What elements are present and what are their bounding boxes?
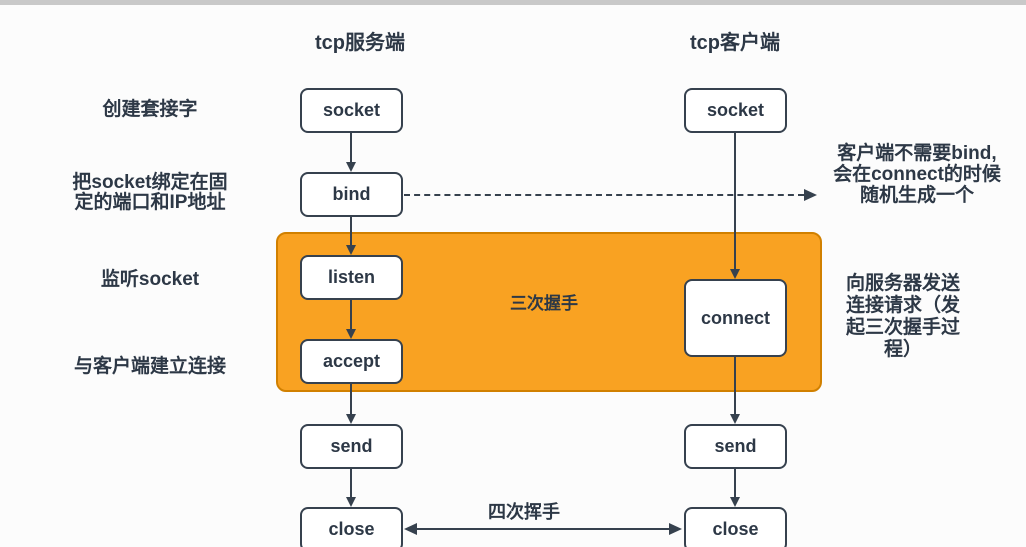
note-connect-request: 向服务器发送 连接请求（发 起三次握手过 程） [845, 273, 960, 360]
four-way-wave-label: 四次挥手 [488, 502, 560, 522]
arrow-bind-to-note-dashed [404, 189, 817, 201]
note-client-no-bind: 客户端不需要bind, 会在connect的时候 随机生成一个 [833, 143, 1001, 206]
arrow-client-send-to-close [730, 469, 740, 507]
node-client-socket: socket [684, 88, 787, 133]
node-server-accept: accept [300, 339, 403, 384]
label-accept-connection: 与客户端建立连接 [73, 356, 226, 377]
arrow-client-connect-to-send [730, 357, 740, 424]
node-server-listen: listen [300, 255, 403, 300]
node-client-close: close [684, 507, 787, 547]
node-server-bind: bind [300, 172, 403, 217]
arrow-server-socket-to-bind [346, 133, 356, 172]
node-server-send: send [300, 424, 403, 469]
server-column-title: tcp服务端 [315, 32, 405, 54]
client-column-title: tcp客户端 [690, 32, 780, 54]
node-server-close: close [300, 507, 403, 547]
arrow-server-listen-to-accept [346, 300, 356, 339]
top-border-strip [0, 0, 1026, 5]
label-create-socket: 创建套接字 [102, 99, 198, 120]
label-listen-socket: 监听socket [100, 269, 200, 290]
arrow-client-socket-to-connect [730, 133, 740, 279]
arrow-server-bind-to-listen [346, 217, 356, 255]
label-bind-socket: 把socket绑定在固 定的端口和IP地址 [72, 172, 228, 213]
arrow-server-accept-to-send [346, 384, 356, 424]
three-way-handshake-label: 三次握手 [510, 294, 578, 313]
node-server-socket: socket [300, 88, 403, 133]
node-client-connect: connect [684, 279, 787, 357]
arrow-server-send-to-close [346, 469, 356, 507]
node-client-send: send [684, 424, 787, 469]
arrow-close-to-close-double [404, 523, 682, 535]
